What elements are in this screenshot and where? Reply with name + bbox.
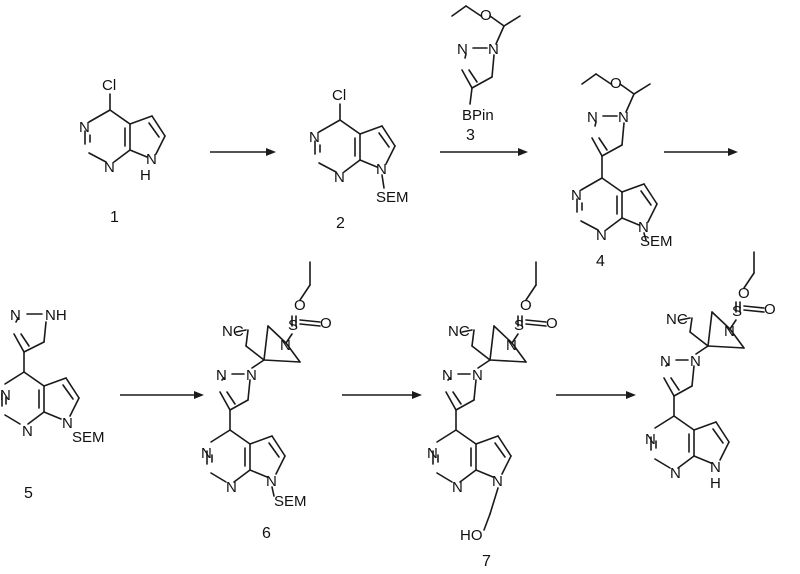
compound-7-nitrogen-n7: N (492, 473, 503, 490)
compound-2-bonds (314, 103, 396, 189)
arrow-6-to-7 (342, 391, 422, 399)
compound-product-bonds (650, 251, 765, 469)
compound-7-pyrazole-n1: N (472, 367, 483, 384)
compound-2-nitrogen-n3: N (309, 129, 320, 146)
arrow-2-to-4 (440, 148, 528, 156)
compound-2-nitrogen-n1: N (334, 169, 345, 186)
product-pyrazole-n2: N (660, 353, 671, 370)
reagent-3-nitrogen-1: N (488, 41, 499, 58)
compound-5-nitrogen-n3: N (0, 387, 11, 404)
compound-5-nitrogen-n7: N (62, 415, 73, 432)
compound-7: S O O N NC N N N N N HO 7 (427, 261, 558, 570)
compound-5-nh: NH (45, 307, 67, 324)
reagent-3-oxygen: O (480, 7, 492, 24)
compound-1-chlorine: Cl (102, 77, 116, 94)
compound-7-pyrazole-n2: N (442, 367, 453, 384)
compound-7-hydroxyl: HO (460, 527, 483, 544)
compound-4-sem-group: SEM (640, 233, 673, 250)
compound-6-nitrogen-n1: N (226, 479, 237, 496)
product-hydrogen: H (710, 475, 721, 492)
reagent-3-nitrogen-2: N (457, 41, 468, 58)
compound-7-nitrogen-n3: N (427, 445, 438, 462)
compound-6-azetidine-n: N (280, 337, 291, 354)
compound-7-number: 7 (482, 553, 491, 570)
compound-4-number: 4 (596, 253, 605, 270)
reagent-3-number: 3 (466, 127, 475, 144)
compound-1-bonds (84, 93, 166, 163)
product-azetidine-n: N (724, 323, 735, 340)
product-sulfonyl-oxygen-1: O (738, 285, 750, 302)
compound-1-nitrogen-n7: N (146, 151, 157, 168)
compound-7-bonds (432, 261, 547, 531)
compound-2-sem-group: SEM (376, 189, 409, 206)
compound-7-azetidine-n: N (506, 337, 517, 354)
compound-4-pyrazole-n1: N (618, 109, 629, 126)
reagent-3-bonds (451, 5, 521, 105)
product-nitrogen-n1: N (670, 465, 681, 482)
compound-6-nitrogen-n7: N (266, 473, 277, 490)
reagent-3-bpin: BPin (462, 107, 494, 124)
compound-4-nitrogen-n1: N (596, 227, 607, 244)
product-nitrogen-n7: N (710, 459, 721, 476)
compound-7-sulfonyl-oxygen-2: O (546, 315, 558, 332)
compound-2-chlorine: Cl (332, 87, 346, 104)
compound-6-pyrazole-n2: N (216, 367, 227, 384)
compound-6-sulfur: S (288, 317, 298, 334)
product-nitrile: NC (666, 311, 688, 328)
compound-4-oxygen: O (610, 75, 622, 92)
compound-5: NH N N N N SEM 5 (0, 307, 105, 502)
compound-5-pyrazole-n2: N (10, 307, 21, 324)
compound-7-sulfur: S (514, 317, 524, 334)
product-sulfonyl-oxygen-2: O (764, 301, 776, 318)
arrow-1-to-2 (210, 148, 276, 156)
compound-4: O N N N N N SEM 4 (571, 73, 673, 270)
compound-7-sulfonyl-oxygen-1: O (520, 297, 532, 314)
compound-5-nitrogen-n1: N (22, 423, 33, 440)
compound-6-sem-group: SEM (274, 493, 307, 510)
reagent-3: O N N BPin 3 (451, 5, 521, 144)
compound-4-pyrazole-n2: N (587, 109, 598, 126)
compound-5-number: 5 (24, 485, 33, 502)
compound-2: Cl N N N SEM 2 (309, 87, 409, 232)
compound-4-nitrogen-n3: N (571, 187, 582, 204)
arrow-5-to-6 (120, 391, 204, 399)
compound-1-nitrogen-n1: N (104, 159, 115, 176)
compound-6: S O O N NC N N N N N SEM 6 (201, 261, 332, 542)
compound-7-nitrile: NC (448, 323, 470, 340)
compound-2-nitrogen-n7: N (376, 161, 387, 178)
product-nitrogen-n3: N (645, 431, 656, 448)
compound-6-nitrile: NC (222, 323, 244, 340)
compound-6-nitrogen-n3: N (201, 445, 212, 462)
arrow-4-to-5 (664, 148, 738, 156)
compound-6-pyrazole-n1: N (246, 367, 257, 384)
compound-1: Cl N N N H 1 (79, 77, 166, 226)
compound-4-bonds (576, 73, 658, 241)
compound-4-nitrogen-n7: N (638, 219, 649, 236)
compound-6-number: 6 (262, 525, 271, 542)
compound-1-number: 1 (110, 209, 119, 226)
compound-5-bonds (1, 313, 80, 425)
compound-2-number: 2 (336, 215, 345, 232)
compound-product: S O O N NC N N N N N H (645, 251, 776, 492)
compound-5-sem-group: SEM (72, 429, 105, 446)
compound-1-nitrogen-n3: N (79, 119, 90, 136)
compound-6-sulfonyl-oxygen-1: O (294, 297, 306, 314)
compound-1-hydrogen: H (140, 167, 151, 184)
compound-6-bonds (206, 261, 321, 497)
compound-6-sulfonyl-oxygen-2: O (320, 315, 332, 332)
product-pyrazole-n1: N (690, 353, 701, 370)
product-sulfur: S (732, 303, 742, 320)
arrow-7-to-product (556, 391, 636, 399)
compound-7-nitrogen-n1: N (452, 479, 463, 496)
